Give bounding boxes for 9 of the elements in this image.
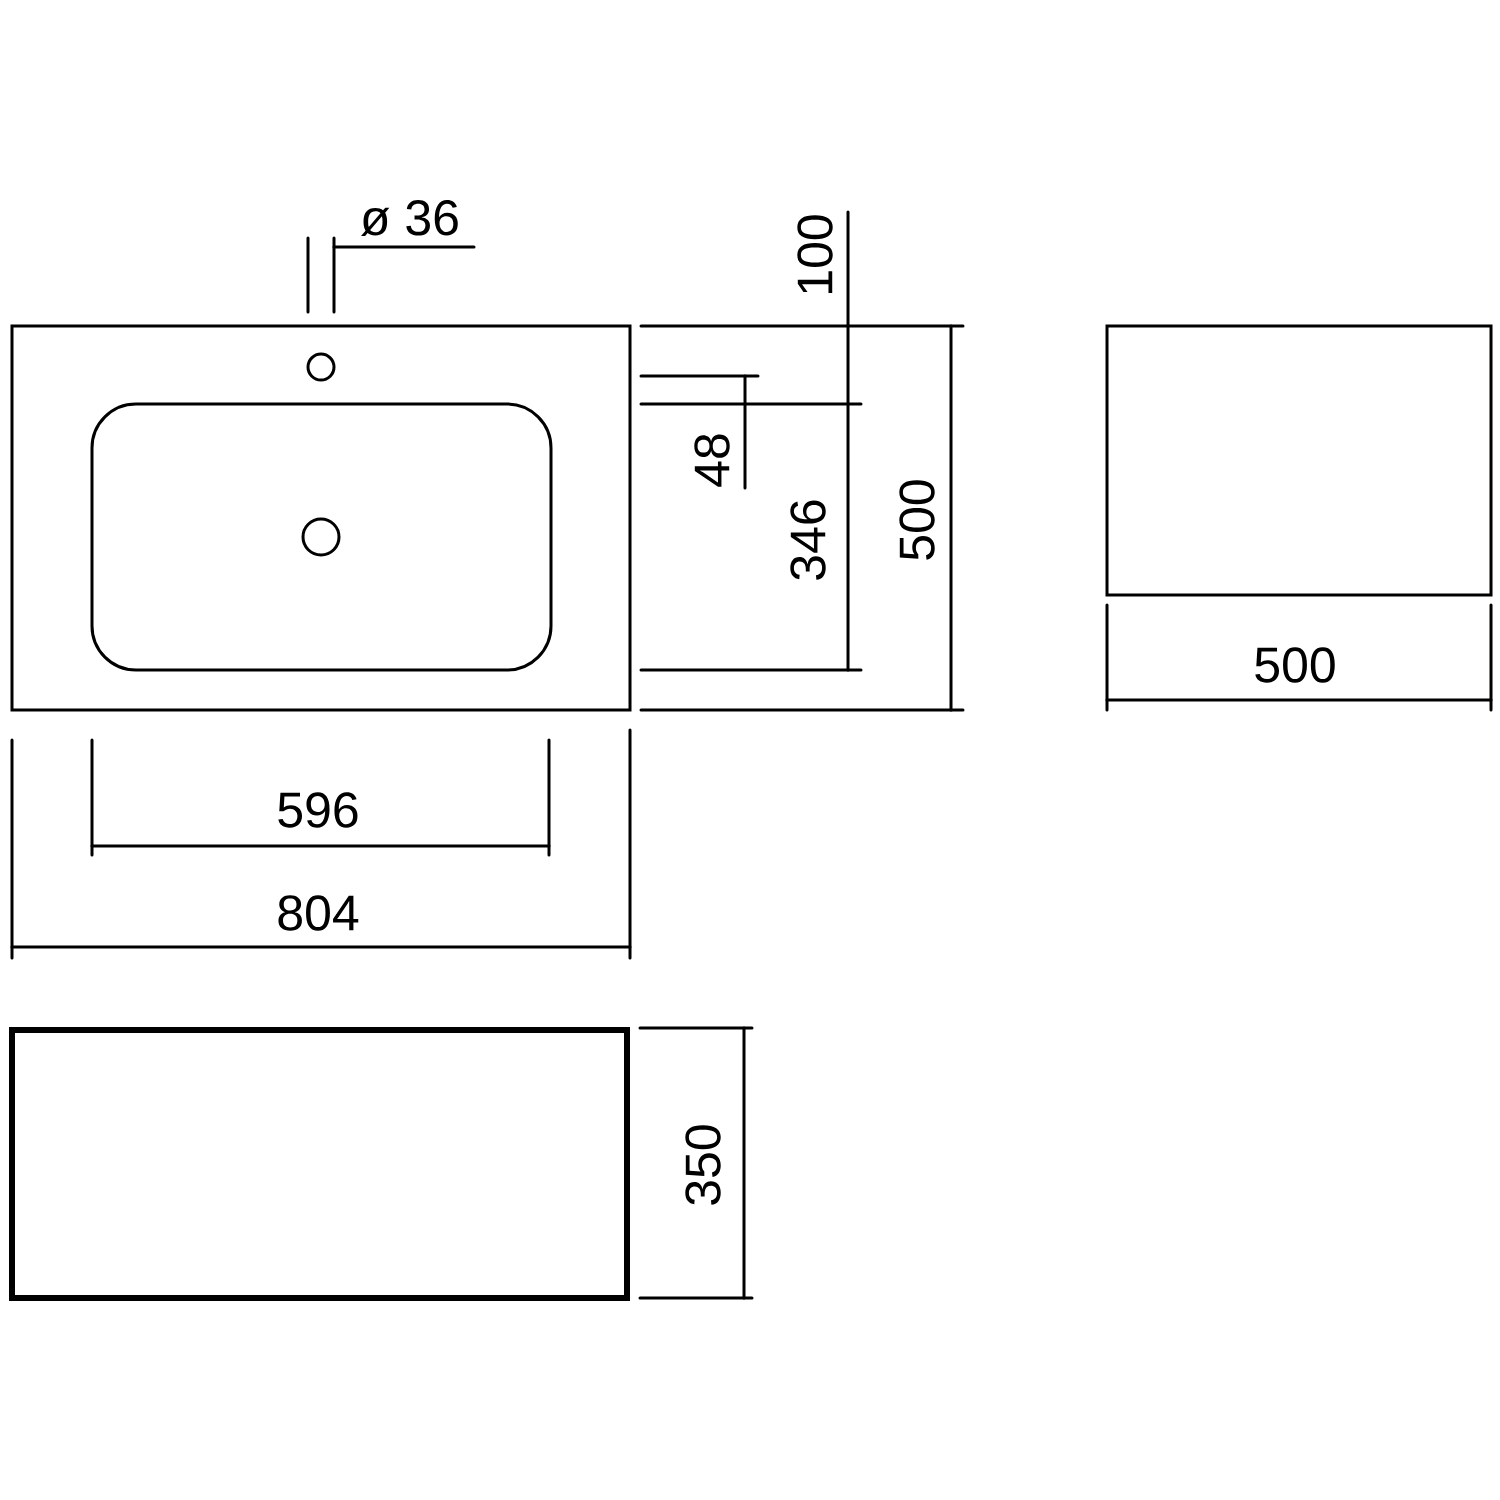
- dimension-label: 804: [278, 895, 359, 931]
- dimension-label: 350: [685, 1125, 721, 1205]
- dimension-label: 596: [278, 792, 358, 828]
- dimension-label: ø 36: [361, 200, 458, 236]
- dimension-label: 48: [694, 434, 730, 487]
- dimension-label: 500: [1255, 647, 1335, 683]
- dimension-label: 100: [797, 215, 833, 293]
- dimension-label: 500: [899, 480, 935, 560]
- dimension-label: 346: [790, 500, 826, 580]
